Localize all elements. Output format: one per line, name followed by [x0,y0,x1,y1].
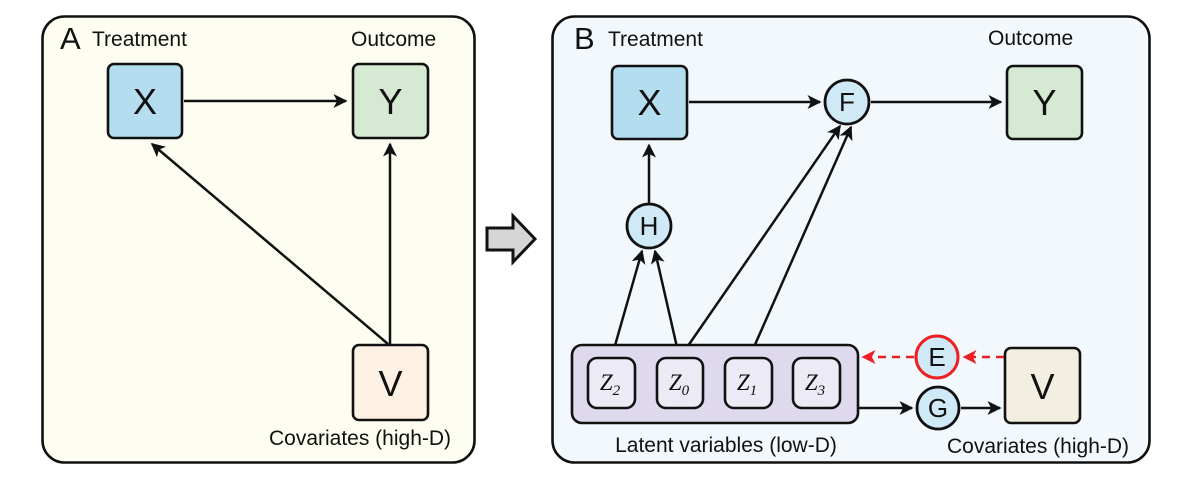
node-a-x-label: X [133,81,157,122]
node-b-g [915,385,961,431]
node-b-v-label: V [1030,366,1054,407]
node-a-y [351,62,430,140]
node-b-y-label: Y [1032,82,1056,123]
node-a-v [351,343,430,422]
node-b-f-label: F [839,87,855,117]
node-a-v-label: V [378,363,402,404]
edge-b-z0-to-f [679,124,842,357]
node-b-x-label: X [637,82,661,123]
node-b-z3-label: Z3 [805,370,825,399]
node-b-z3 [791,356,842,410]
edge-b-z0-to-h [650,249,681,357]
edge-b-z1-to-f [748,125,853,357]
panel-b-outcome-label: Outcome [988,27,1073,50]
node-b-z0 [655,356,705,410]
node-b-v [1003,346,1082,425]
node-b-h [625,202,673,250]
node-b-z1 [723,356,774,410]
panel-b-latent-label: Latent variables (low-D) [615,434,837,457]
node-b-e [914,334,960,380]
panel-b: B Treatment Outcome X Y F H Z2 Z0 [551,15,1151,464]
latent-variables-container [570,343,860,425]
node-a-x [106,62,184,140]
node-b-x [610,64,689,141]
panel-b-label: B [574,21,595,56]
node-b-e-label: E [928,342,945,372]
node-b-h-label: H [640,211,659,241]
panel-a-covariates-label: Covariates (high-D) [269,427,451,450]
node-b-g-label: G [928,393,948,423]
panel-a-label: A [60,21,81,56]
node-b-z2 [586,356,637,410]
node-b-z1-label: Z1 [737,370,757,399]
panel-transition-arrow-icon [485,212,538,266]
node-a-y-label: Y [378,81,402,122]
node-b-f [823,78,871,126]
node-b-z0-label: Z0 [669,370,690,399]
edge-a-v-to-x [150,143,389,345]
panel-a-treatment-label: Treatment [92,28,187,51]
node-b-z2-label: Z2 [600,370,621,399]
panel-b-covariates-label: Covariates (high-D) [947,435,1129,458]
edge-b-z2-to-h [610,249,646,357]
node-b-y [1005,64,1084,141]
panel-b-treatment-label: Treatment [608,28,703,51]
panel-a-outcome-label: Outcome [351,28,436,51]
panel-a: A Treatment Outcome X Y V Covariates (hi… [41,15,476,464]
